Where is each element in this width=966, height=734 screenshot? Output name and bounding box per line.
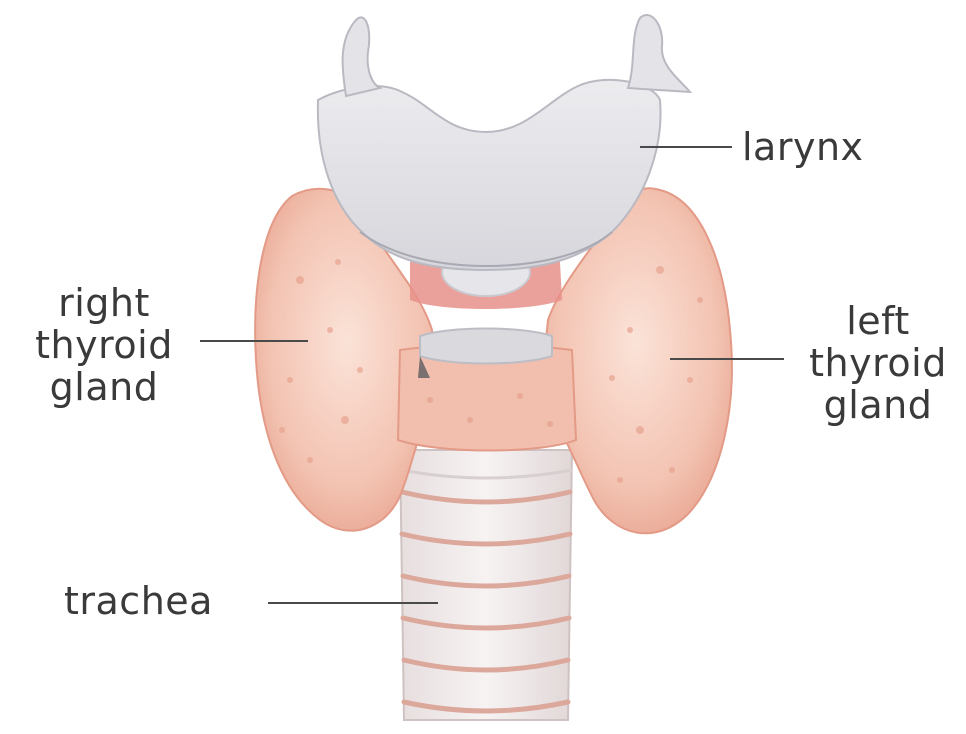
right-thyroid-gland-label: right thyroid gland (14, 282, 194, 408)
left-thyroid-gland-label: left thyroid gland (790, 300, 966, 426)
trachea (400, 450, 572, 720)
larynx-label: larynx (742, 126, 864, 168)
left-thyroid-leader-line (670, 358, 784, 360)
larynx-label-text: larynx (742, 126, 864, 168)
left-thyroid-label-line-3: gland (790, 384, 966, 426)
left-thyroid-label-line-2: thyroid (790, 342, 966, 384)
right-thyroid-label-line-3: gland (14, 366, 194, 408)
trachea-leader-line (268, 602, 438, 604)
larynx-leader-line (640, 146, 732, 148)
trachea-label: trachea (64, 580, 213, 622)
right-thyroid-leader-line (200, 340, 308, 342)
right-thyroid-label-line-2: thyroid (14, 324, 194, 366)
left-thyroid-label-line-1: left (790, 300, 966, 342)
trachea-label-text: trachea (64, 580, 213, 622)
right-thyroid-label-line-1: right (14, 282, 194, 324)
